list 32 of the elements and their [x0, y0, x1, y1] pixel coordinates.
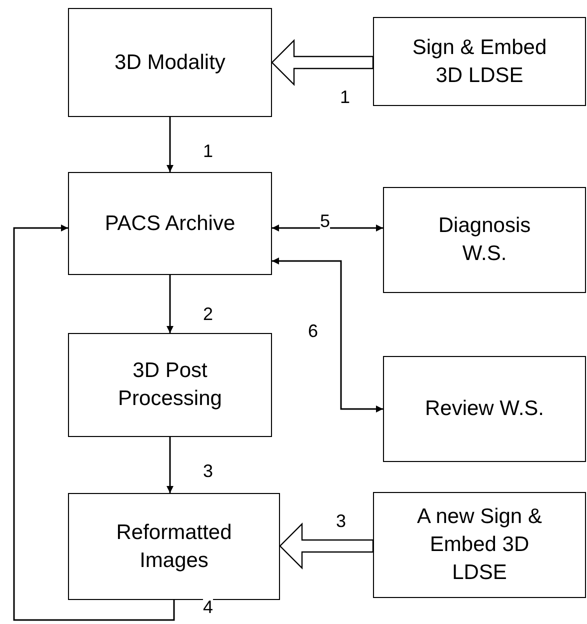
arrow [166, 117, 174, 172]
process-box [373, 17, 586, 106]
edge-label: 4 [203, 598, 214, 616]
arrow [166, 275, 174, 333]
arrow [166, 437, 174, 493]
edge-label: 3 [203, 462, 214, 480]
arrow [13, 224, 175, 621]
box-label: Sign & Embed 3D LDSE [411, 34, 548, 88]
edge-label: 6 [308, 322, 318, 340]
hollow-arrow [271, 39, 374, 86]
edge-label: 1 [203, 142, 214, 160]
box-label: A new Sign & Embed 3D LDSE [416, 504, 543, 586]
process-box [68, 8, 272, 117]
arrow [272, 224, 383, 232]
box-label: Reformatted Images [115, 520, 233, 574]
edge-label: 5 [320, 212, 330, 230]
edge-label: 1 [340, 88, 350, 106]
hollow-arrow [279, 522, 374, 570]
process-box [373, 492, 586, 598]
box-label: Review W.S. [424, 396, 544, 422]
edge-label: 3 [336, 512, 346, 530]
box-label: 3D Modality [114, 50, 226, 76]
box-label: Diagnosis W.S. [437, 213, 532, 267]
process-box [383, 356, 586, 462]
process-box [68, 493, 280, 600]
edge-label: 2 [203, 305, 214, 323]
process-box [383, 187, 586, 293]
box-label: PACS Archive [104, 210, 236, 236]
arrow [272, 258, 383, 412]
box-label: 3D Post Processing [117, 358, 223, 412]
process-box [68, 333, 272, 437]
process-box [68, 172, 272, 275]
